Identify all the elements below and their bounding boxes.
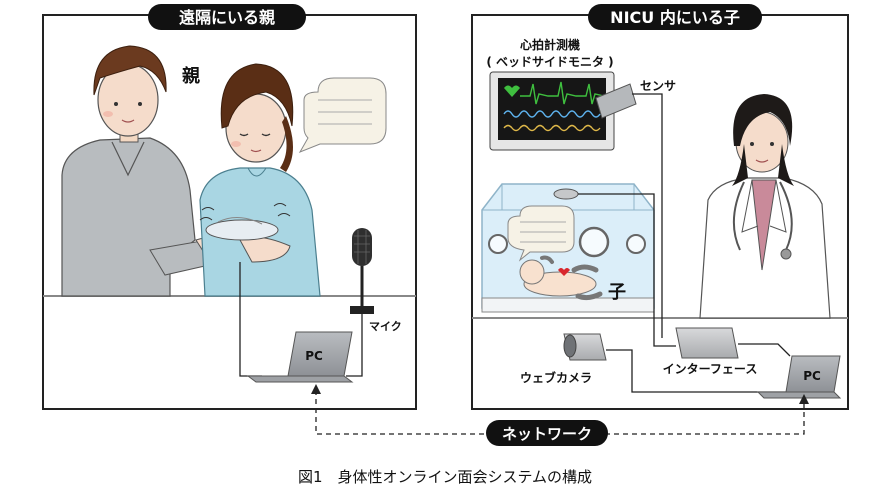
- mic-cable: [346, 314, 363, 377]
- monitor-sublabel: ( ベッドサイドモニタ ): [486, 55, 613, 69]
- interface-box: [675, 327, 739, 359]
- interface-cable: [738, 343, 791, 357]
- mother-figure: [199, 63, 321, 297]
- left-pc-label: PC: [305, 349, 323, 363]
- mic-label: マイク: [369, 320, 402, 333]
- webcam-label: ウェブカメラ: [520, 370, 592, 385]
- right-panel-title: NICU 内にいる子: [610, 8, 740, 27]
- child-label: 子: [608, 282, 626, 303]
- network-badge: [486, 420, 608, 446]
- right-panel: NICU 内にいる子 心拍計測機 ( ベッドサイドモニタ ) センサ: [471, 4, 849, 410]
- left-pc: [246, 331, 354, 383]
- network-label: ネットワーク: [502, 425, 592, 443]
- figure-caption: 図1 身体性オンライン面会システムの構成: [298, 468, 592, 486]
- parent-label: 親: [182, 65, 200, 87]
- monitor-label: 心拍計測機: [520, 37, 580, 52]
- bedside-monitor: [489, 71, 615, 151]
- microphone: [350, 228, 374, 314]
- sensor-cable: [632, 93, 663, 338]
- doctor-figure: [699, 94, 831, 319]
- right-speech-bubble: [507, 205, 575, 262]
- right-pc-label: PC: [803, 369, 821, 383]
- interface-label: インターフェース: [663, 362, 758, 376]
- left-speech-bubble: [298, 77, 387, 153]
- sensor: [595, 83, 637, 119]
- left-title-badge: [148, 4, 306, 30]
- webcam-cable: [606, 349, 788, 393]
- right-pc: [756, 355, 842, 399]
- network-arrow-left: [311, 384, 321, 394]
- left-panel-title: 遠隔にいる親: [179, 8, 275, 27]
- vibrator-cable: [578, 193, 676, 347]
- webcam: [563, 333, 607, 361]
- sensor-label: センサ: [640, 79, 676, 93]
- network-arrow-right: [799, 394, 809, 404]
- right-title-badge: [588, 4, 762, 30]
- left-panel: 遠隔にいる親: [42, 4, 417, 410]
- left-panel-table: [44, 296, 415, 408]
- baby-figure: [519, 255, 603, 301]
